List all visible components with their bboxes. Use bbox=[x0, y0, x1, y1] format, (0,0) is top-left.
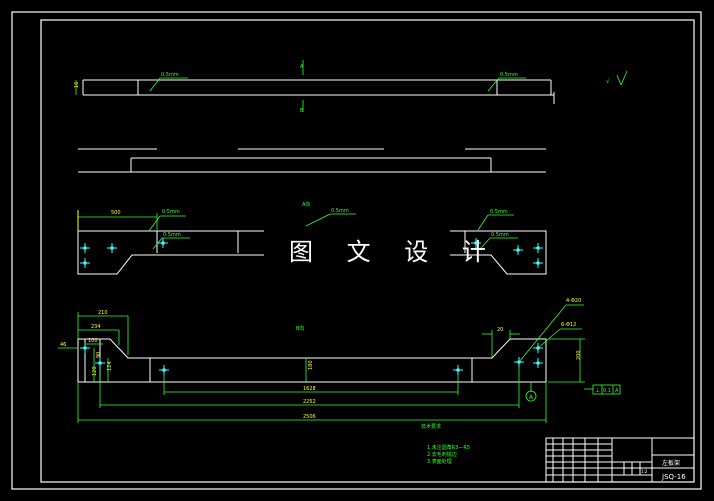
outer-border bbox=[11, 11, 702, 490]
title-block-drawing-title: 左板架 bbox=[662, 459, 680, 467]
hole-mark bbox=[95, 358, 105, 368]
dim-100-text: 100 bbox=[88, 338, 98, 344]
dim-thickness-text: 16 bbox=[74, 82, 80, 88]
a-view-annotations bbox=[77, 210, 518, 250]
callout-mid-5: 0.5mm bbox=[491, 232, 509, 238]
hole-mark bbox=[533, 358, 543, 368]
dim-210-text: 210 bbox=[98, 310, 108, 316]
dim-1628-text: 1628 bbox=[303, 386, 316, 392]
title-block bbox=[545, 437, 695, 483]
dim-200-text: 200 bbox=[576, 350, 582, 360]
callout-mid-4: 0.5mm bbox=[490, 209, 508, 215]
b-view bbox=[77, 338, 547, 383]
dim-120-text: 120 bbox=[92, 366, 98, 376]
dim-2252-text: 2252 bbox=[303, 399, 316, 405]
hole-mark bbox=[513, 245, 523, 255]
tolerance-value: 0.1 bbox=[603, 388, 611, 394]
hole-callout-4: 4-Φ20 bbox=[566, 298, 581, 304]
b-view-dimensions bbox=[58, 304, 593, 423]
view-label-b-view: B向 bbox=[296, 325, 304, 332]
callout-top-right: 0.5mm bbox=[500, 72, 518, 78]
a-view bbox=[77, 230, 547, 275]
side-view bbox=[78, 148, 546, 173]
hole-mark bbox=[80, 343, 90, 353]
hole-mark bbox=[471, 238, 481, 248]
hole-mark bbox=[533, 258, 543, 268]
tolerance-frame bbox=[592, 384, 621, 395]
note-line-1: 1.未注圆角R3—R5 bbox=[427, 444, 470, 451]
view-label-a-view: A向 bbox=[302, 201, 310, 208]
dim-180-text: 180 bbox=[308, 360, 314, 370]
title-block-scale: 1:2 bbox=[641, 469, 648, 474]
callout-mid-3: 0.5mm bbox=[331, 208, 349, 214]
hole-mark bbox=[80, 258, 90, 268]
dim-90-text: 90 bbox=[96, 352, 102, 358]
hole-mark bbox=[533, 243, 543, 253]
hole-mark bbox=[158, 238, 168, 248]
hole-mark bbox=[80, 243, 90, 253]
title-block-drawing-number: JSQ-16 bbox=[661, 473, 686, 481]
callout-top-left: 0.5mm bbox=[161, 72, 179, 78]
view-label-b-top: B bbox=[300, 108, 304, 114]
top-view-annotations bbox=[75, 60, 628, 112]
callout-mid-2: 0.5mm bbox=[163, 232, 181, 238]
note-line-2: 2.去毛刺锐边 bbox=[427, 451, 457, 458]
watermark-backdrop bbox=[278, 228, 448, 270]
notes-title: 技术要求 bbox=[421, 423, 441, 430]
roughness-symbol: √ bbox=[606, 78, 610, 85]
dim-20-text: 20 bbox=[497, 327, 503, 333]
dim-2506-text: 2506 bbox=[303, 414, 316, 420]
dim-46-text: 46 bbox=[60, 342, 66, 348]
tolerance-ref: A bbox=[615, 388, 619, 394]
inner-border bbox=[40, 19, 695, 483]
view-label-a-top: A bbox=[300, 64, 304, 70]
datum-a-text: A bbox=[529, 394, 534, 401]
tolerance-symbol: ⊥ bbox=[595, 387, 600, 394]
b-view-holes bbox=[80, 343, 543, 375]
hole-mark bbox=[453, 365, 463, 375]
hole-mark bbox=[159, 365, 169, 375]
watermark-text: 图 文 设 计 bbox=[289, 238, 499, 266]
callout-mid-1: 0.5mm bbox=[162, 209, 180, 215]
note-line-3: 3.表面处理 bbox=[427, 458, 452, 465]
dim-500-text: 500 bbox=[111, 210, 121, 216]
dim-124-text: 124 bbox=[107, 361, 113, 371]
a-view-holes bbox=[80, 238, 543, 268]
dim-234-text: 234 bbox=[91, 324, 101, 330]
hole-mark bbox=[107, 243, 117, 253]
hole-callout-6: 6-Φ12 bbox=[561, 322, 576, 328]
top-view bbox=[82, 79, 555, 104]
